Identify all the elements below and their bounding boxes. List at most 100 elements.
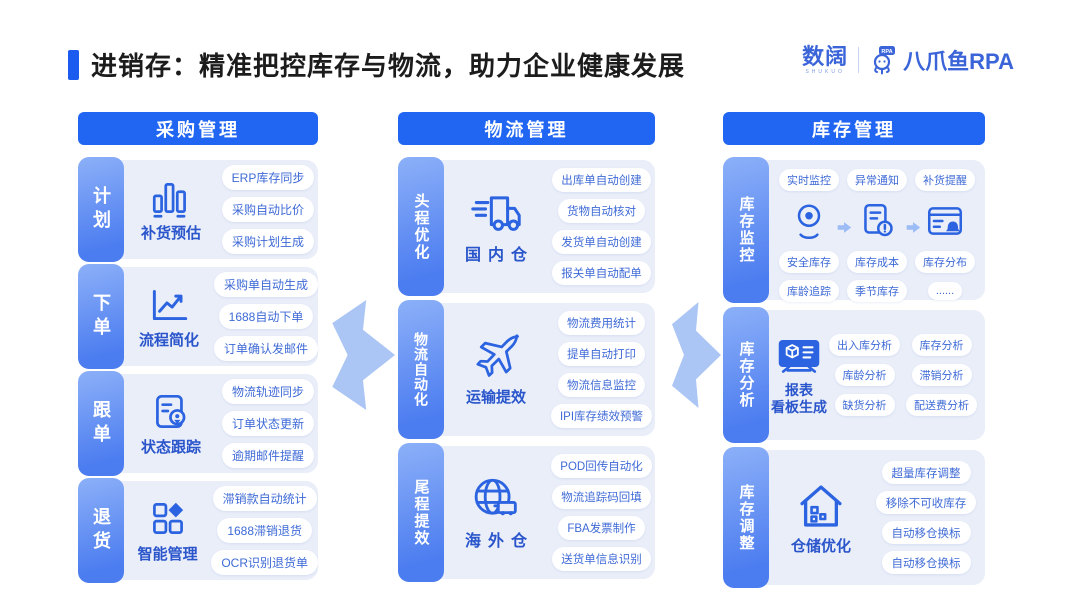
feature-pill: 滞销分析 <box>911 364 972 386</box>
feature-pill: 库龄追踪 <box>779 280 839 302</box>
rail-lastleg: 尾程提效 <box>398 443 444 582</box>
column-header-inventory: 库存管理 <box>723 112 985 145</box>
feature-pill: 自动移仓换标 <box>881 551 971 574</box>
row-adjust: 库存调整 仓储优化 超量库存调整 移除不可收库存 自动移仓换标 <box>723 447 985 588</box>
feature-pill: ...... <box>927 282 963 300</box>
feature-pill: 采购自动比价 <box>221 197 314 222</box>
feature-pill: 发货单自动创建 <box>552 230 651 254</box>
webcam-icon <box>797 204 821 239</box>
logo-divider <box>858 47 860 73</box>
rail-return: 退货 <box>78 478 124 583</box>
feature-pill: 滞销款自动统计 <box>212 486 317 511</box>
feature-pill: 实时监控 <box>779 169 839 191</box>
feature-pill: 库存分析 <box>911 334 972 356</box>
feature-pill: 配送费分析 <box>906 394 977 416</box>
feature-pill: 送货单信息识别 <box>552 547 651 571</box>
row-firstleg: 头程优化 国内仓 出库单自动创建 货物自动核对 发货单自动创建 <box>398 157 655 296</box>
feature-label: 国内仓 <box>464 247 534 264</box>
feature-pill: 1688滞销退货 <box>217 518 313 543</box>
grid-diamond-icon <box>152 502 183 534</box>
partner-name: 八爪鱼RPA <box>903 49 1014 74</box>
page-title: 进销存：精准把控库存与物流，助力企业健康发展 <box>91 51 686 81</box>
feature-pill: 库存分布 <box>915 251 975 273</box>
feature-pill: 出入库分析 <box>829 334 900 356</box>
feature-pill: 库龄分析 <box>834 364 895 386</box>
feature-pill: 异常通知 <box>847 169 907 191</box>
dashboard-cube-icon <box>778 339 820 373</box>
row-analysis: 库存分析 报表 看板生成 出入库分析 库存分析 <box>723 307 985 443</box>
column-flow-arrow-icon <box>672 302 721 408</box>
feature-pill: 补货提醒 <box>915 169 975 191</box>
column-header-purchase: 采购管理 <box>78 112 318 145</box>
truck-icon <box>471 196 521 231</box>
row-lastleg: 尾程提效 海外仓 POD回传自动化 物流追踪码 <box>398 443 655 582</box>
svg-text:RPA: RPA <box>882 49 893 55</box>
feature-label: 智能管理 <box>137 545 198 563</box>
column-inventory: 库存管理 库存监控 实时监控 异常通知 补货提醒 <box>723 112 985 588</box>
row-order: 下单 流程简化 采购单自动生成 1688自动下单 订单确认发邮件 <box>78 264 318 369</box>
rail-firstleg: 头程优化 <box>398 157 444 296</box>
feature-pill: 采购计划生成 <box>221 229 314 254</box>
doc-alert-icon <box>864 203 893 237</box>
page-header: 进销存：精准把控库存与物流，助力企业健康发展 <box>68 46 685 83</box>
rail-track: 跟单 <box>78 371 124 476</box>
row-plan: 计划 补货预估 ERP库存同步 采购自动比价 采购计划生成 <box>78 157 318 262</box>
title-accent-bar <box>68 49 79 80</box>
feature-pill: 逾期邮件提醒 <box>221 443 314 468</box>
feature-pill: 物流信息监控 <box>558 373 645 397</box>
feature-pill: FBA发票制作 <box>558 516 645 540</box>
row-monitor: 库存监控 实时监控 异常通知 补货提醒 <box>723 157 985 303</box>
plane-icon <box>476 333 519 377</box>
feature-label: 补货预估 <box>140 224 201 242</box>
feature-pill: 物流轨迹同步 <box>221 379 314 404</box>
feature-pill: 提单自动打印 <box>558 342 645 366</box>
feature-label: 状态跟踪 <box>140 438 201 456</box>
feature-label: 运输提效 <box>465 388 526 406</box>
column-flow-arrow-icon <box>332 300 395 410</box>
flow-arrow-icon <box>837 222 852 233</box>
bar-chart-icon <box>152 182 186 218</box>
feature-label-line1: 报表 <box>785 381 813 398</box>
feature-pill: 货物自动核对 <box>558 199 645 223</box>
line-chart-icon <box>152 289 188 320</box>
octopus-icon: RPA <box>874 46 896 75</box>
feature-label: 海外仓 <box>464 533 534 550</box>
row-track: 跟单 状态跟踪 物流轨迹同步 订单状态更新 逾期邮件提醒 <box>78 371 318 476</box>
doc-location-icon <box>156 394 186 428</box>
row-return: 退货 智能管理 滞销款自动统计 1688滞销退货 OCR识别退货单 <box>78 478 318 583</box>
feature-pill: POD回传自动化 <box>551 454 652 478</box>
feature-pill: 订单状态更新 <box>221 411 314 436</box>
feature-pill: 自动移仓换标 <box>881 521 971 544</box>
feature-label-line2: 看板生成 <box>771 399 827 415</box>
feature-pill: 超量库存调整 <box>881 461 971 484</box>
feature-pill: 缺货分析 <box>834 394 895 416</box>
feature-pill: IPI库存绩效预警 <box>550 404 653 428</box>
feature-pill: ERP库存同步 <box>221 165 315 190</box>
column-purchase: 采购管理 计划 补货预估 ERP库存同步 采购自动比价 采购计划生成 <box>78 112 318 583</box>
feature-pill: 季节库存 <box>847 280 907 302</box>
logo-lockup: 数阔 SHUKUO RPA 八爪鱼RPA <box>802 44 1014 76</box>
feature-pill: 出库单自动创建 <box>552 168 651 192</box>
partner-logo: RPA 八爪鱼RPA <box>869 44 1014 76</box>
brand-logo: 数阔 SHUKUO <box>802 43 849 75</box>
rail-monitor: 库存监控 <box>723 157 769 303</box>
globe-truck-icon <box>474 478 517 516</box>
column-logistics: 物流管理 头程优化 国内仓 出库单自动创建 货物自动核对 <box>398 112 655 582</box>
rail-transport: 物流自动化 <box>398 300 444 439</box>
feature-pill: 移除不可收库存 <box>875 491 977 514</box>
feature-pill: 物流费用统计 <box>558 311 645 335</box>
row-transport: 物流自动化 运输提效 物流费用统计 提单自动打印 物流信息监控 IPI库存绩效预… <box>398 300 655 439</box>
feature-pill: 采购单自动生成 <box>213 272 318 297</box>
column-header-logistics: 物流管理 <box>398 112 655 145</box>
rail-order: 下单 <box>78 264 124 369</box>
feature-pill: 报关单自动配单 <box>552 261 651 285</box>
feature-pill: OCR识别退货单 <box>211 550 318 575</box>
feature-pill: 1688自动下单 <box>218 304 314 329</box>
feature-pill: 订单确认发邮件 <box>213 336 318 361</box>
box-bell-icon <box>927 207 963 235</box>
brand-name: 数阔 <box>802 43 849 69</box>
feature-label: 仓储优化 <box>790 537 851 555</box>
rail-adjust: 库存调整 <box>723 447 769 588</box>
feature-pill: 库存成本 <box>847 251 907 273</box>
